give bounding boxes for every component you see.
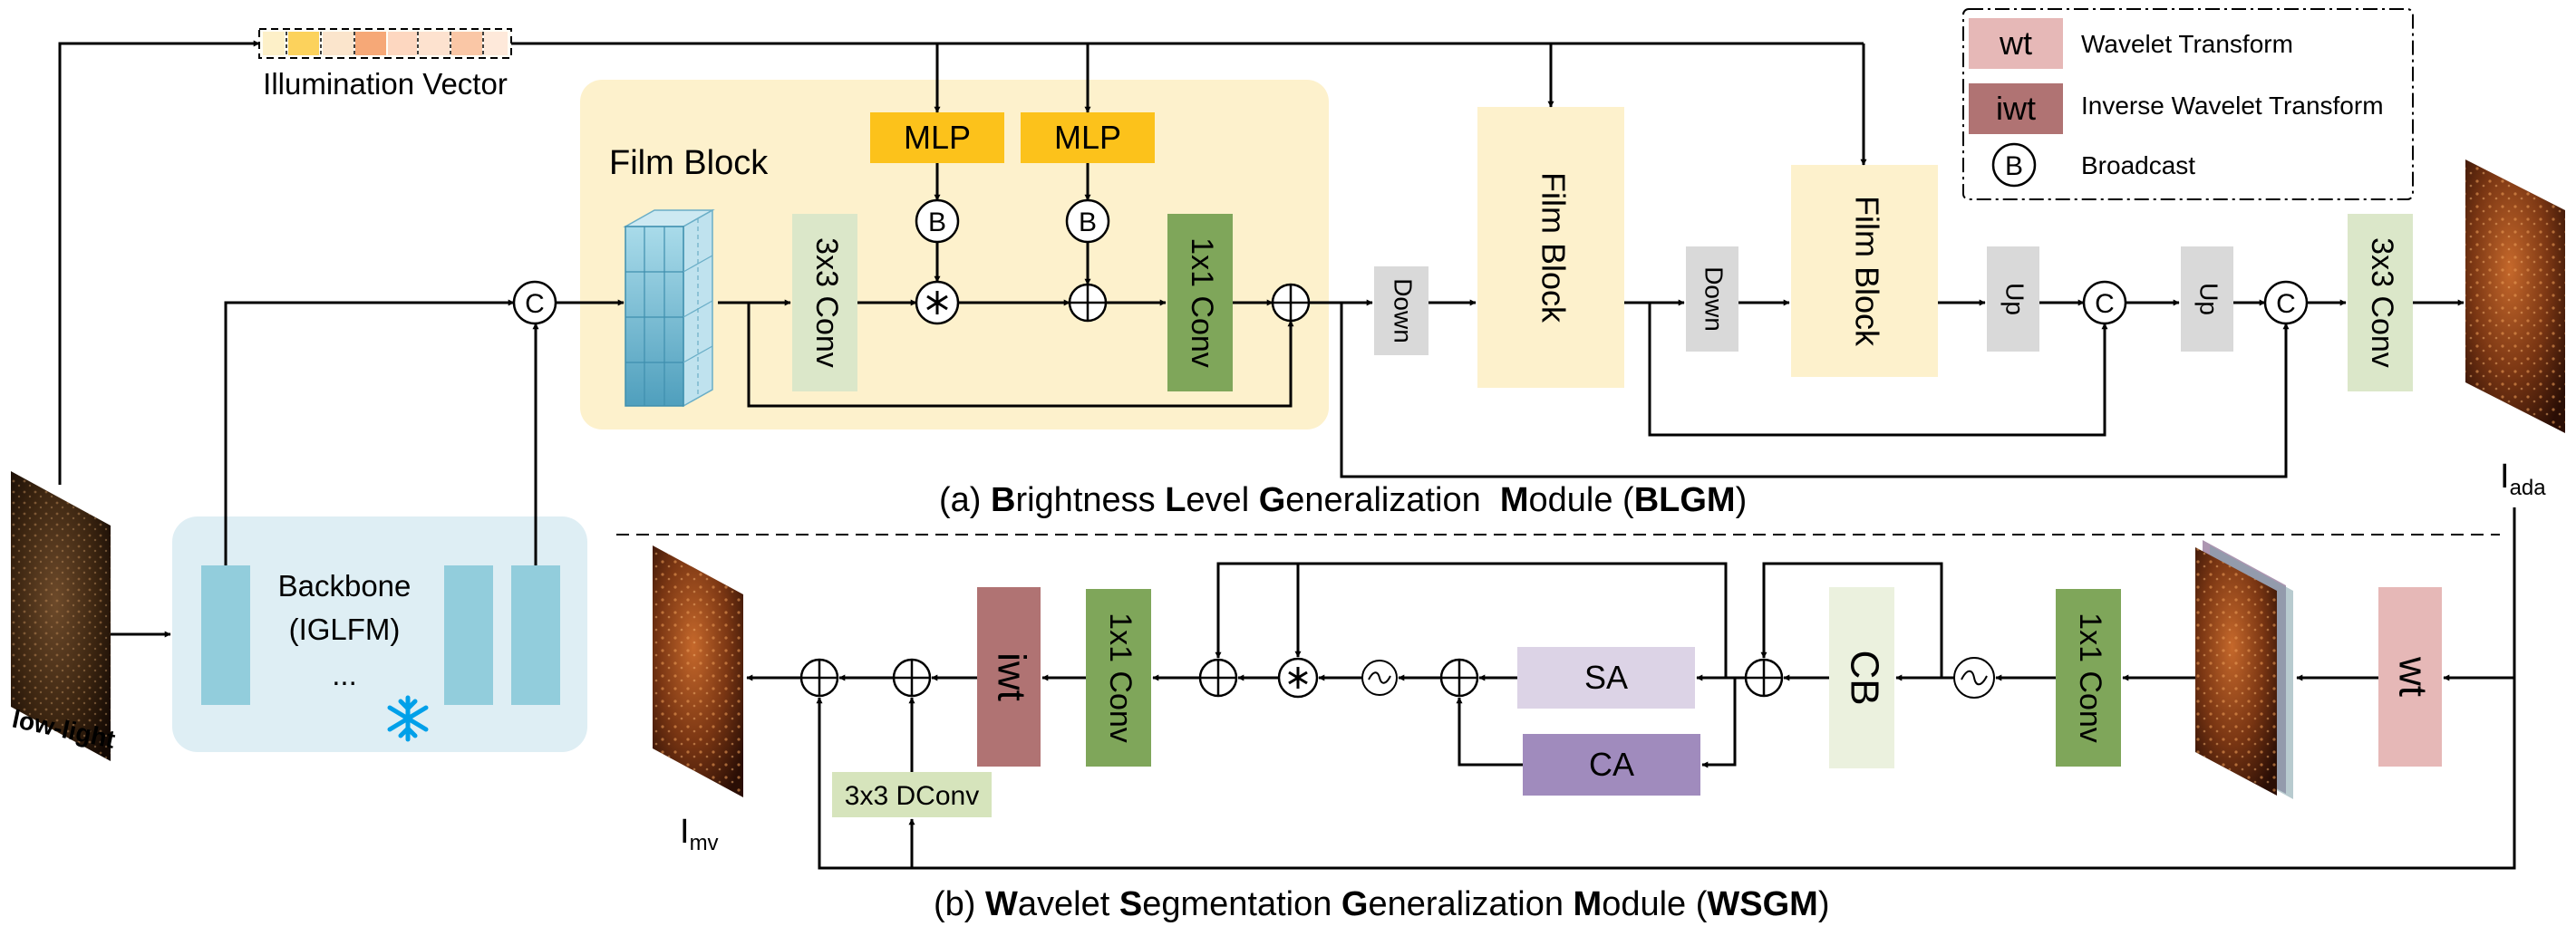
mlp-box-1 (870, 112, 1004, 163)
add-node-film (1068, 283, 1108, 323)
i-mv-label: Imv (680, 813, 719, 855)
svg-text:CA: CA (1589, 746, 1634, 783)
svg-text:Film Block: Film Block (1535, 172, 1572, 323)
low-light-input-image: low-light (10, 471, 118, 761)
add-node-out-2 (892, 658, 932, 698)
concat-node-input: C (512, 280, 557, 325)
wsgm-sa-block (1517, 647, 1695, 709)
legend: wt Wavelet Transform iwt Inverse Wavelet… (1962, 8, 2414, 200)
up-block-1 (1987, 246, 2039, 352)
film-block-2 (1477, 107, 1624, 388)
add-node-gate (1198, 658, 1238, 698)
add-node-out-1 (799, 658, 839, 698)
svg-text:Down: Down (1700, 266, 1729, 332)
backbone-bar-2 (444, 565, 493, 705)
snowflake-icon (387, 695, 429, 742)
svg-text:wt: wt (2390, 656, 2435, 697)
concat-node-up2: C (2263, 280, 2309, 325)
feature-cube-icon (623, 208, 715, 408)
i-mv-output-image: Imv (653, 545, 743, 855)
i-ada-output-image: Iada (2465, 159, 2565, 500)
legend-wt-abbr: wt (1999, 24, 2032, 62)
legend-wt-swatch (1969, 18, 2063, 69)
svg-text:3x3 Conv: 3x3 Conv (809, 237, 844, 368)
wsgm-conv1x1-out (1086, 589, 1151, 767)
down-block-1 (1374, 266, 1428, 355)
add-node-residual (1271, 283, 1311, 323)
svg-text:1x1 Conv: 1x1 Conv (2073, 613, 2107, 743)
wsgm-cb-block (1829, 587, 1894, 768)
backbone: Backbone (IGLFM) ... (172, 516, 587, 752)
backbone-dots: ... (332, 658, 357, 691)
connectors (58, 40, 2516, 870)
add-node-cb (1744, 658, 1784, 698)
svg-text:C: C (2095, 289, 2115, 319)
legend-iwt-label: Inverse Wavelet Transform (2081, 92, 2384, 120)
svg-text:SA: SA (1584, 659, 1628, 696)
svg-text:CB: CB (1842, 650, 1886, 705)
svg-text:C: C (525, 289, 545, 319)
blgm-caption: (a) Brightness Level Generalization Modu… (939, 481, 1747, 519)
illumination-vector: Illumination Vector (258, 28, 512, 101)
backbone-subtitle: (IGLFM) (289, 613, 401, 646)
mlp-1-label: MLP (904, 119, 971, 156)
backbone-title: Backbone (278, 569, 412, 603)
film-block-title: Film Block (609, 144, 769, 182)
svg-text:iwt: iwt (989, 652, 1033, 701)
activation-node-1 (1953, 657, 1995, 699)
down-block-2 (1686, 246, 1738, 352)
multiply-node-wsgm (1277, 657, 1319, 699)
legend-broadcast-symbol (1991, 142, 2037, 188)
svg-text:3x3 DConv: 3x3 DConv (845, 781, 979, 811)
svg-text:B: B (2005, 151, 2023, 181)
wsgm-ca-block (1523, 734, 1700, 796)
activation-node-2 (1361, 660, 1398, 696)
blgm-conv3x3-out (2348, 214, 2413, 391)
wsgm-dconv-block (832, 772, 992, 817)
film-block-3 (1791, 165, 1938, 377)
svg-text:Down: Down (1390, 278, 1418, 343)
svg-text:C: C (2276, 289, 2296, 319)
legend-iwt-abbr: iwt (1996, 90, 2036, 127)
wavelet-subband-images (2195, 540, 2293, 799)
film-conv3x3 (792, 214, 857, 391)
i-ada-label: Iada (2500, 458, 2546, 500)
legend-iwt-swatch (1969, 83, 2063, 134)
mlp-2-label: MLP (1054, 119, 1121, 156)
svg-text:Up: Up (2001, 283, 2029, 315)
backbone-bar-1 (201, 565, 250, 705)
svg-text:3x3 Conv: 3x3 Conv (2365, 237, 2399, 368)
svg-text:B: B (928, 207, 946, 237)
svg-text:1x1 Conv: 1x1 Conv (1103, 613, 1138, 743)
legend-wt-label: Wavelet Transform (2081, 30, 2293, 58)
film-block-detail: Film Block MLP MLP B B 3x3 Conv (580, 80, 1329, 429)
svg-text:B: B (1079, 207, 1097, 237)
wsgm-caption: (b) Wavelet Segmentation Generalization … (934, 885, 1829, 923)
backbone-bar-3 (511, 565, 560, 705)
svg-text:Up: Up (2195, 283, 2223, 315)
wsgm-conv1x1-in (2056, 589, 2121, 767)
wsgm-iwt-block (977, 587, 1041, 767)
up-block-2 (2181, 246, 2233, 352)
add-node-attention (1439, 658, 1479, 698)
svg-text:1x1 Conv: 1x1 Conv (1185, 237, 1219, 368)
multiply-node-film (915, 280, 960, 325)
concat-node-up1: C (2082, 280, 2127, 325)
wsgm-wt-block (2378, 587, 2442, 767)
legend-broadcast-label: Broadcast (2081, 151, 2195, 179)
film-conv1x1 (1167, 214, 1233, 391)
svg-text:Film Block: Film Block (1848, 196, 1885, 347)
illumination-vector-label: Illumination Vector (263, 67, 508, 101)
mlp-box-2 (1021, 112, 1155, 163)
